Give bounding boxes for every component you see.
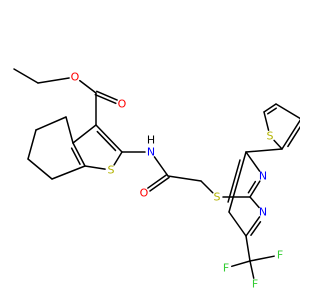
bond-c6p-n1-b <box>250 221 262 236</box>
bond-c7a-c3a-a <box>72 142 86 167</box>
bond-s1-c7a <box>84 165 106 170</box>
molecule-structure-drawing: O O S N O S N N S F F F H <box>13 68 300 291</box>
bond-cam-oam-a <box>147 173 168 189</box>
bond-c2-s1 <box>113 151 123 166</box>
pyrimidine-nitrogen-upper-label: N <box>259 170 267 183</box>
bond-cf3-f1 <box>249 260 255 279</box>
bond-c6p-n1-a <box>245 216 261 237</box>
bond-th5-th4-b <box>267 107 277 115</box>
bond-ce-od-a <box>94 93 117 105</box>
bond-cp2-n3-b <box>247 180 257 194</box>
bond-ch2-oe <box>37 77 70 84</box>
bond-c7-c7a <box>51 165 86 180</box>
pyrimidine-nitrogen-lower-label: N <box>259 206 267 219</box>
fluorine-label-2: F <box>277 249 283 262</box>
bond-c3a-c4 <box>65 116 74 144</box>
bond-c3-c2-a <box>95 124 123 153</box>
bond-c6-c7 <box>27 158 53 180</box>
carbonyl-oxygen-label: O <box>118 98 127 111</box>
bond-th3-th2-a <box>281 119 300 150</box>
bond-c5-c6 <box>27 129 37 160</box>
bond-c3a-c3 <box>72 124 97 144</box>
bond-cp2-n3-a <box>249 180 261 198</box>
bond-n-cam <box>153 156 169 177</box>
thiophene-sulfur-label: S <box>267 130 274 143</box>
thioether-sulfur-label: S <box>214 191 221 204</box>
atom-label-layer: O O S N O S N N S F F F H <box>71 71 284 291</box>
bond-oe-ce <box>79 79 97 94</box>
bond-me-ch2 <box>13 68 39 84</box>
bond-layer <box>13 68 300 279</box>
bond-n3-c4p <box>245 151 261 172</box>
amide-oxygen-label: O <box>140 187 149 200</box>
bond-c3-c2-b <box>96 130 117 152</box>
bond-c5p-c6p <box>228 211 247 237</box>
amide-nitrogen-label: N <box>147 146 155 159</box>
bond-cam-ch2b <box>167 175 202 182</box>
bond-c4-c5 <box>35 116 67 131</box>
bond-c4p-c5p-b <box>227 159 241 203</box>
amide-hydrogen-label: H <box>147 134 155 147</box>
bond-th4-th3 <box>275 103 300 120</box>
ester-oxygen-label: O <box>71 71 80 84</box>
bond-n1-cp2 <box>249 196 260 209</box>
fluorine-label-3: F <box>223 262 229 275</box>
bond-c6p-cf3 <box>245 235 251 262</box>
bond-c7a-c3a-b <box>70 147 81 165</box>
fused-thiophene-sulfur-label: S <box>108 164 115 177</box>
bond-c4p-th2 <box>245 148 283 153</box>
bond-th3-th2-b <box>287 125 300 148</box>
bond-cf3-f2 <box>249 255 275 262</box>
bond-th2-ths <box>273 139 283 150</box>
bond-th5-th4-a <box>263 103 277 113</box>
bond-cam-oam-b <box>149 176 170 192</box>
fluorine-label-1: F <box>252 278 258 291</box>
bond-ths-th5 <box>263 111 270 131</box>
bond-ch2b-st <box>200 180 214 194</box>
bond-ce-od-b <box>95 90 118 101</box>
bond-cf3-f3 <box>231 260 251 268</box>
bond-c4p-c5p-a <box>228 151 247 213</box>
